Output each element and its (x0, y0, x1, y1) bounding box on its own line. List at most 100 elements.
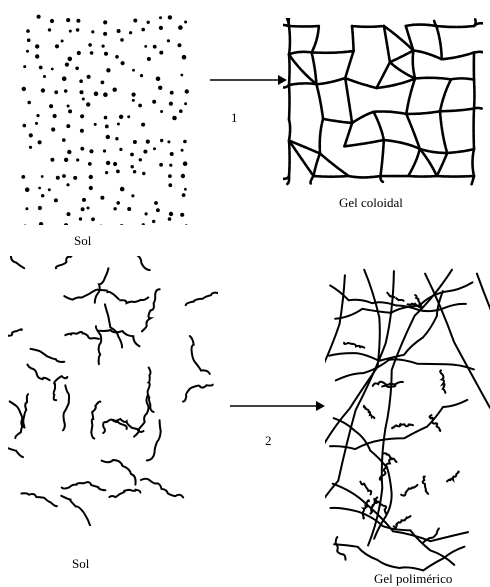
sol-particle (35, 54, 39, 58)
sol-particle (146, 140, 150, 144)
sol-particle (113, 88, 117, 92)
gel-strand (474, 52, 483, 53)
gel-polymer-strand (330, 286, 466, 312)
sol-particle (169, 212, 173, 216)
sol-particle (141, 28, 145, 32)
sol-particle (132, 93, 136, 97)
sol-particle (90, 51, 94, 55)
gel-strand (352, 112, 374, 123)
gel-strand (374, 111, 407, 113)
gel-strand (408, 176, 437, 177)
gel-strand (316, 84, 323, 119)
sol-particle (54, 198, 58, 202)
sol-particle (26, 29, 30, 33)
sol-particle (41, 194, 44, 197)
sol-particle (172, 116, 177, 121)
sol-particle (62, 138, 66, 142)
sol-particle (56, 176, 60, 180)
polymer-chain (183, 385, 213, 402)
sol-particle (184, 188, 187, 191)
sol-particle (54, 90, 58, 94)
sol-particle (39, 222, 43, 225)
sol-particle (127, 115, 130, 118)
sol-particle (139, 158, 142, 161)
polymer-chain (109, 490, 140, 497)
gel-strand (344, 140, 383, 146)
sol-particle (168, 183, 172, 187)
sol-particle (23, 225, 27, 226)
gel-polymer-branch (387, 293, 403, 301)
sol-particle (104, 52, 108, 56)
gel-strand (289, 26, 290, 55)
gel-strand (314, 176, 349, 177)
gel-polymer-branch (440, 370, 445, 393)
polymer-chain (190, 336, 210, 374)
sol-particle (89, 186, 93, 190)
polymer-chain (107, 292, 148, 303)
sol-particle (76, 19, 80, 23)
gel-strand (451, 78, 474, 79)
gel-polymer-branch (401, 485, 417, 496)
sol-particle (116, 201, 120, 205)
sol-particle (168, 15, 172, 19)
sol-particle (159, 163, 163, 167)
polymer-chain (186, 293, 218, 306)
gel-polymer-branch (423, 477, 428, 494)
sol-particle (23, 124, 27, 128)
gel-strand (349, 176, 381, 177)
gel-strand (283, 85, 289, 87)
polymer-chain (8, 445, 23, 457)
sol-particle (38, 187, 41, 190)
gel-strand (390, 51, 414, 63)
gel-strand (352, 26, 354, 51)
sol-particle (152, 220, 155, 223)
sol-particle (87, 75, 91, 79)
arrow-2 (228, 396, 328, 416)
sol-particle (51, 68, 54, 71)
sol-particle (170, 152, 174, 156)
sol-particle (133, 19, 137, 23)
sol-particle (115, 55, 119, 59)
sol-particle (66, 18, 70, 22)
polymeric-sol-chains (8, 256, 218, 526)
gel-strand (374, 112, 384, 140)
sol-particle (185, 89, 189, 93)
gel-polymer-branch (360, 482, 371, 495)
sol-particle (102, 45, 105, 48)
gel-polymer-branch (392, 424, 413, 428)
sol-particle (120, 38, 124, 42)
sol-particle (55, 44, 59, 48)
sol-particle (182, 55, 187, 60)
polymer-chain (147, 420, 161, 460)
sol-particle (154, 201, 158, 205)
sol-particle (182, 193, 186, 197)
sol-particle (119, 115, 123, 119)
sol-particle (79, 217, 82, 220)
polymer-chain (114, 419, 144, 432)
sol-particle (68, 109, 72, 113)
sol-particle (88, 162, 92, 166)
sol-particle (67, 150, 71, 154)
sol-particle (62, 174, 66, 178)
polymer-chain (64, 290, 107, 300)
gel-polymer-strand (477, 274, 490, 561)
polymer-chain (142, 289, 160, 331)
polymer-chain (62, 482, 106, 490)
polymer-chain (96, 326, 101, 364)
sol-particle (180, 74, 183, 77)
gel-strand (310, 176, 313, 183)
polymer-chain (65, 332, 99, 339)
sol-particle (39, 66, 43, 70)
sol-particle (80, 129, 84, 133)
sol-particle (133, 140, 137, 144)
gel-polymer-branch (336, 537, 346, 560)
sol-particle (144, 45, 147, 48)
sol-particle (113, 207, 116, 210)
sol-particle (115, 137, 118, 140)
sol-particle (48, 28, 51, 31)
gel-strand (381, 140, 384, 176)
gel-strand (406, 111, 440, 114)
gel-strand (474, 23, 483, 26)
polymer-chain (27, 365, 49, 381)
